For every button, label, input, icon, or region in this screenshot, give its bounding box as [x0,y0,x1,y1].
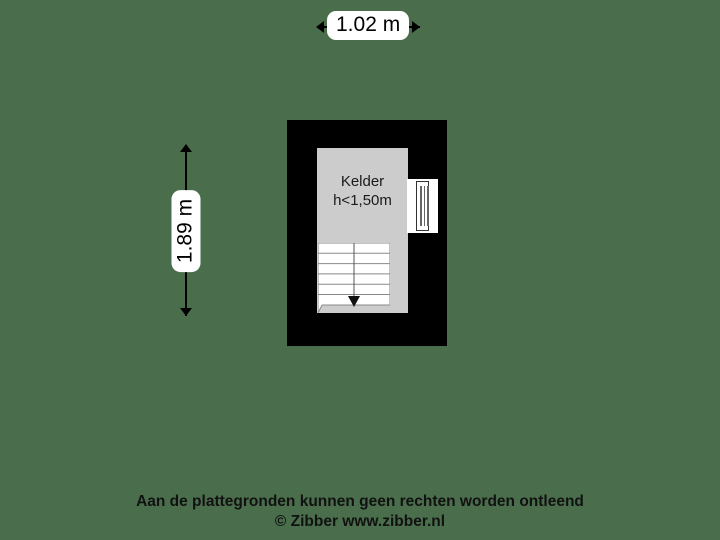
window-icon [407,179,438,233]
window-mullion [423,186,425,226]
window-mullion [420,186,422,226]
staircase-icon [318,243,390,313]
window-mullion [427,186,429,226]
room-height-note: h<1,50m [333,192,392,209]
window-frame [416,181,429,231]
footer-line-1: Aan de plattegronden kunnen geen rechten… [136,493,584,510]
height-dimension-label: 1.89 m [171,189,201,273]
footer-line-2: © Zibber www.zibber.nl [274,513,446,530]
room-label-group: Kelder h<1,50m [317,172,408,210]
height-dimension-arrow-top [180,144,192,152]
width-dimension-arrow-right [412,21,420,33]
room-name: Kelder [340,173,385,190]
width-dimension-arrow-left [316,21,324,33]
footer-disclaimer: Aan de plattegronden kunnen geen rechten… [0,492,720,532]
width-dimension-label: 1.02 m [327,11,410,40]
height-dimension-arrow-bottom [180,308,192,316]
